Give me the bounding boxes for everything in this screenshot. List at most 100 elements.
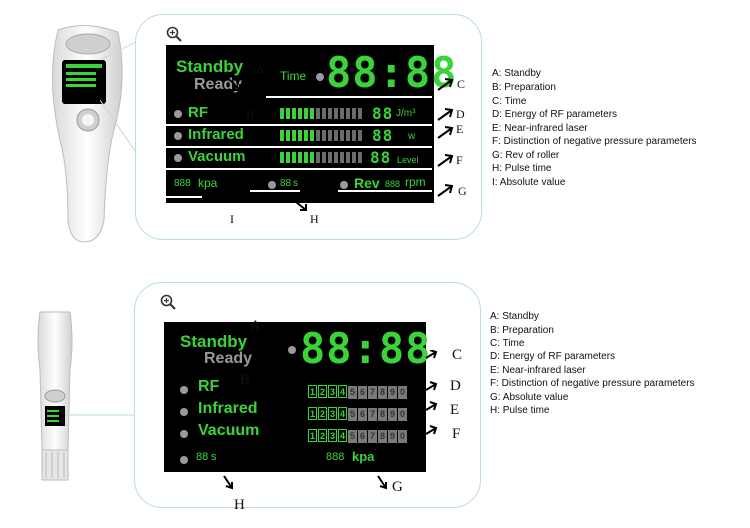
divider-line xyxy=(166,124,432,126)
scale-cell: 1 xyxy=(308,429,317,442)
seconds-digits: 88 xyxy=(196,451,209,463)
divider-line xyxy=(166,146,432,148)
rev-dot xyxy=(340,181,348,189)
scale-cell: 9 xyxy=(388,386,397,399)
vacuum-dot xyxy=(174,154,182,162)
callout-d: D xyxy=(450,378,461,394)
callout-c: C xyxy=(457,77,466,91)
infrared-unit: w xyxy=(408,131,416,142)
callout-d: D xyxy=(456,107,465,121)
divider-line xyxy=(266,96,432,98)
standby-label: Standby xyxy=(176,57,244,76)
infrared-label: Infrared xyxy=(198,400,258,417)
rf-level-bar xyxy=(280,108,362,119)
scale-cell: 8 xyxy=(378,386,387,399)
rf-digits: 88 xyxy=(372,104,394,123)
infrared-label: Infrared xyxy=(188,126,244,143)
rpm-unit: rpm xyxy=(405,175,426,189)
scale-cell: 2 xyxy=(318,407,327,420)
scale-cell: 4 xyxy=(338,407,347,420)
scale-cell: 6 xyxy=(358,430,367,443)
callout-g: G xyxy=(392,479,403,495)
legend-item: H: Pulse time xyxy=(492,163,552,174)
seconds-dot xyxy=(180,456,188,464)
scale-cell: 6 xyxy=(358,386,367,399)
legend-item: I: Absolute value xyxy=(492,177,566,188)
legend-item: B: Preparation xyxy=(492,82,556,93)
divider-line xyxy=(338,190,432,192)
rf-label: RF xyxy=(188,104,208,121)
legend-item: F: Distinction of negative pressure para… xyxy=(492,136,697,147)
scale-cell: 2 xyxy=(318,385,327,398)
seconds-digits: 88 xyxy=(280,178,292,189)
vacuum-level-bar xyxy=(280,152,362,163)
scale-cell: 0 xyxy=(398,386,407,399)
divider-line xyxy=(166,168,432,170)
time-label: Time xyxy=(280,69,307,83)
callout-b: B xyxy=(246,107,255,121)
handheld-device-image-bottom xyxy=(37,311,73,481)
scale-cell: 8 xyxy=(378,408,387,421)
scale-cell: 2 xyxy=(318,429,327,442)
scale-cell: 8 xyxy=(378,430,387,443)
rf-dot xyxy=(180,386,188,394)
legend-item: D: Energy of RF parameters xyxy=(490,351,616,362)
time-dot xyxy=(316,73,324,81)
legend-item: C: Time xyxy=(492,96,527,107)
callout-e: E xyxy=(450,402,460,418)
scale-cell: 0 xyxy=(398,408,407,421)
infrared-dot xyxy=(180,408,188,416)
callout-arrows-top xyxy=(230,51,454,211)
time-dot xyxy=(288,346,296,354)
scale-cell: 3 xyxy=(328,429,337,442)
legend-item: E: Near-infrared laser xyxy=(490,365,586,376)
vacuum-dot xyxy=(180,430,188,438)
magnifier-plus-icon xyxy=(160,294,176,310)
callout-b: B xyxy=(240,372,251,388)
standby-label: Standby xyxy=(180,332,248,351)
time-digits: 88:88 xyxy=(300,324,432,373)
vacuum-label: Vacuum xyxy=(198,422,260,439)
callout-e: E xyxy=(456,122,464,136)
rf-unit: J/m³ xyxy=(396,108,416,119)
scale-cell: 3 xyxy=(328,407,337,420)
legend-item: G: Rev of roller xyxy=(492,150,560,161)
divider-line xyxy=(166,196,202,198)
legend-item: G: Absolute value xyxy=(490,392,569,403)
rf-dot xyxy=(174,110,182,118)
callout-g: G xyxy=(458,184,467,198)
scale-cell: 0 xyxy=(398,430,407,443)
divider-line xyxy=(250,190,300,192)
scale-cell: 9 xyxy=(388,408,397,421)
callout-c: C xyxy=(452,347,463,363)
connector-lines-top xyxy=(100,40,141,159)
infrared-level-bar xyxy=(280,130,362,141)
scale-cell: 5 xyxy=(348,408,357,421)
kpa-digits: 888 xyxy=(326,451,345,463)
legend-item: F: Distinction of negative pressure para… xyxy=(490,378,695,389)
scale-cell: 6 xyxy=(358,408,367,421)
callout-h: H xyxy=(234,497,245,513)
vacuum-unit: Level xyxy=(397,155,419,165)
seconds-unit: s xyxy=(293,178,298,189)
scale-cell: 9 xyxy=(388,430,397,443)
scale-cell: 4 xyxy=(338,385,347,398)
rev-label: Rev xyxy=(354,175,380,191)
callout-f: F xyxy=(452,426,461,442)
scale-cell: 7 xyxy=(368,430,377,443)
infrared-dot xyxy=(174,132,182,140)
vacuum-digits: 88 xyxy=(370,148,392,167)
legend-item: H: Pulse time xyxy=(490,405,550,416)
ready-label: Ready xyxy=(204,350,253,367)
scale-cell: 3 xyxy=(328,385,337,398)
callout-h: H xyxy=(310,212,319,226)
kpa-unit: kpa xyxy=(198,176,218,190)
legend-item: D: Energy of RF parameters xyxy=(492,109,618,120)
kpa-unit: kpa xyxy=(352,449,375,464)
connector-lines-bottom xyxy=(65,414,135,416)
callout-arrows-bottom xyxy=(223,350,438,490)
callout-i: I xyxy=(230,212,234,226)
